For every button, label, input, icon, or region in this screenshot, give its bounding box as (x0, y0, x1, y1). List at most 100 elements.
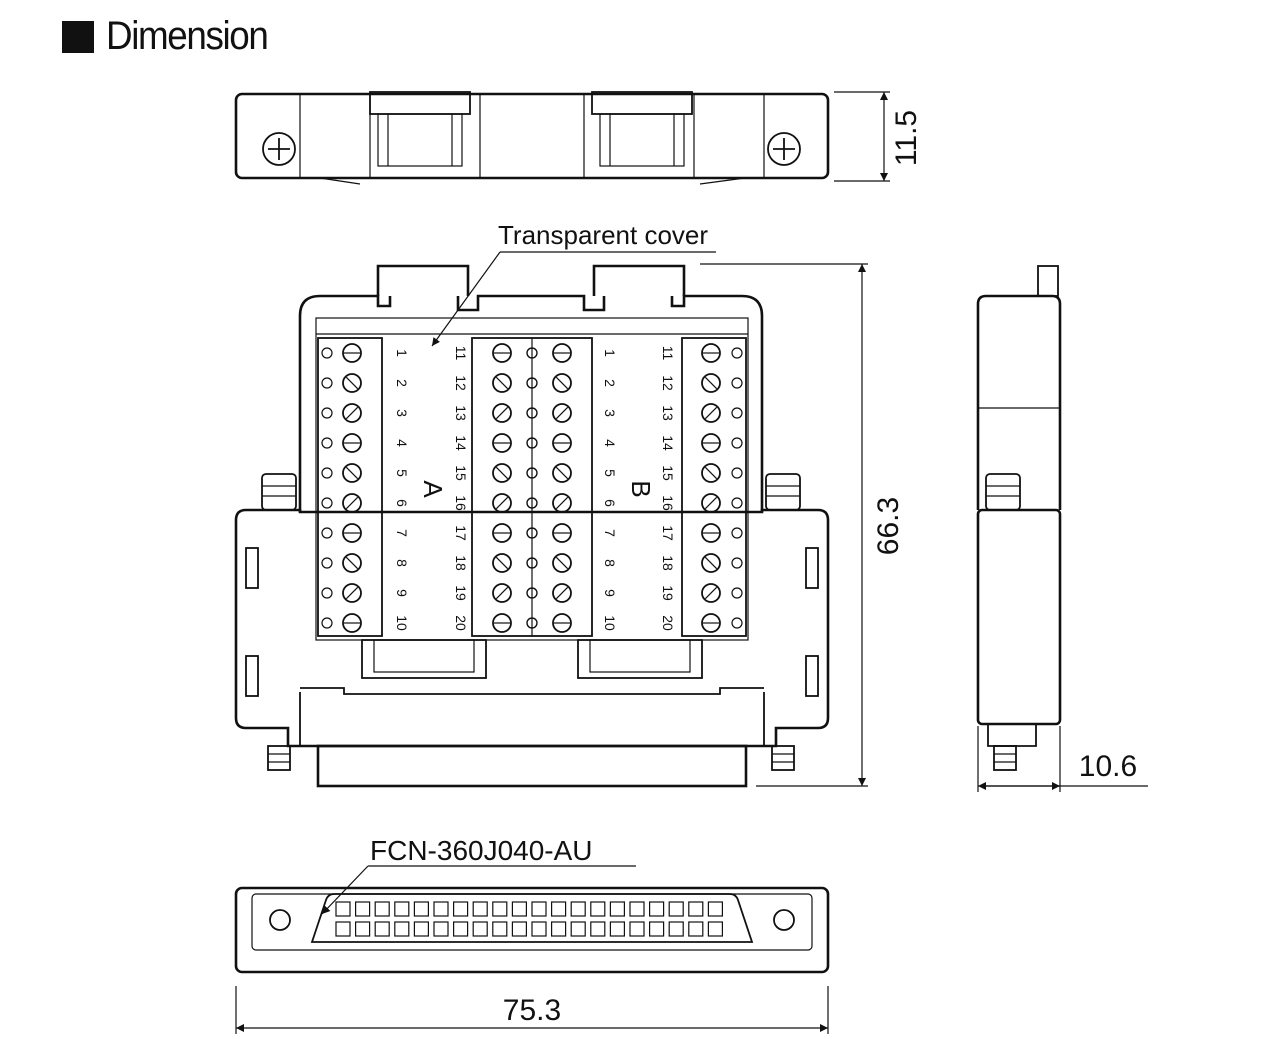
wire-hole-icon (321, 527, 333, 539)
block-b-label: B (626, 480, 656, 497)
connector-pin (492, 901, 508, 917)
wire-hole-icon (526, 377, 538, 389)
terminal-screw-icon (701, 343, 721, 363)
connector-pin (707, 901, 724, 917)
connector-callout: FCN-360J040-AU (321, 835, 636, 915)
terminal-screw-icon (701, 433, 721, 453)
connector-pin (472, 921, 488, 937)
wire-hole-icon (321, 347, 333, 359)
wire-hole-icon (321, 557, 333, 569)
terminal-screw-icon (552, 523, 572, 543)
wire-hole-icon (321, 497, 333, 509)
terminal-screw-icon (701, 463, 721, 483)
terminal-screw-icon (492, 433, 512, 453)
screw-left-icon (262, 132, 296, 166)
connector-pin (355, 921, 371, 937)
connector-pin (570, 921, 586, 937)
connector-pin (433, 901, 449, 917)
terminal-numbers: 1234567891011121314151617181920123456789… (394, 346, 676, 631)
connector-pin (668, 901, 684, 917)
jack-screw-right-icon (765, 473, 801, 511)
wire-hole-icon (526, 347, 538, 359)
page-heading: Dimension (62, 14, 281, 59)
connector-pin (413, 921, 429, 937)
terminal-screw-icon (701, 583, 721, 603)
bottom-view (234, 886, 830, 974)
terminal-number: 5 (602, 469, 618, 477)
terminal-number: 8 (394, 559, 410, 567)
wire-hole-icon (526, 527, 538, 539)
wire-hole-icon (731, 347, 743, 359)
connector-pin (648, 901, 665, 917)
terminal-screw-icon (492, 493, 512, 513)
terminal-number: 1 (394, 349, 410, 357)
terminal-screw-icon (342, 493, 362, 513)
terminal-screw-icon (701, 613, 721, 633)
terminal-number: 18 (660, 555, 676, 571)
transparent-cover-callout: Transparent cover (431, 220, 716, 347)
dimension-overall-height: 66.3 (700, 263, 905, 787)
connector-pin (629, 901, 645, 917)
wire-hole-icon (321, 377, 333, 389)
terminal-number: 5 (394, 469, 410, 477)
terminal-screw-icon (342, 433, 362, 453)
connector-pins (335, 901, 724, 937)
terminal-number: 10 (394, 615, 410, 631)
terminal-number: 7 (394, 529, 410, 537)
terminal-number: 6 (394, 499, 410, 507)
screw-right-icon (767, 132, 801, 166)
connector-model-label: FCN-360J040-AU (370, 835, 593, 866)
wire-hole-icon (321, 617, 333, 629)
terminal-screw-icon (701, 523, 721, 543)
terminal-screw-icon (492, 613, 512, 633)
connector-pin (590, 921, 606, 937)
terminal-screw-icon (552, 553, 572, 573)
terminal-number: 3 (394, 409, 410, 417)
connector-pin (688, 901, 704, 917)
terminal-number: 15 (453, 465, 469, 481)
terminal-screw-icon (552, 343, 572, 363)
terminal-number: 14 (660, 435, 676, 451)
dimension-height: 11.5 (834, 91, 923, 182)
wire-hole-icon (731, 587, 743, 599)
terminal-screw-icon (701, 373, 721, 393)
terminal-screw-icon (342, 373, 362, 393)
terminal-number: 4 (602, 439, 618, 447)
terminal-number: 19 (453, 585, 469, 601)
connector-pin (629, 921, 645, 937)
wire-hole-icon (321, 467, 333, 479)
connector-pin (609, 921, 626, 937)
terminal-screw-icon (342, 523, 362, 543)
terminal-screw-icon (552, 613, 572, 633)
connector-pin (453, 901, 469, 917)
terminal-screw-icon (552, 403, 572, 423)
terminal-number: 9 (602, 589, 618, 597)
terminal-number: 11 (660, 346, 676, 361)
terminal-screw-icon (492, 403, 512, 423)
terminal-screw-icon (492, 553, 512, 573)
terminal-number: 9 (394, 589, 410, 597)
connector-pin (492, 921, 508, 937)
dimension-depth-value: 10.6 (1079, 750, 1137, 783)
connector-pin (668, 921, 684, 937)
terminal-screws (321, 343, 743, 633)
connector-pin (374, 901, 390, 917)
terminal-number: 14 (453, 435, 469, 451)
wire-hole-icon (731, 437, 743, 449)
connector-pin (550, 921, 567, 937)
terminal-number: 18 (453, 555, 469, 571)
terminal-number: 1 (602, 349, 618, 357)
terminal-number: 16 (660, 495, 676, 511)
terminal-screw-icon (492, 523, 512, 543)
terminal-screw-icon (492, 373, 512, 393)
front-view (234, 264, 830, 788)
dimension-overall-height-value: 66.3 (872, 497, 905, 555)
connector-pin (511, 921, 528, 937)
terminal-screw-icon (342, 403, 362, 423)
connector-pin (413, 901, 429, 917)
wire-hole-icon (321, 587, 333, 599)
terminal-number: 10 (602, 615, 618, 631)
terminal-number: 2 (394, 379, 410, 387)
terminal-screw-icon (552, 583, 572, 603)
